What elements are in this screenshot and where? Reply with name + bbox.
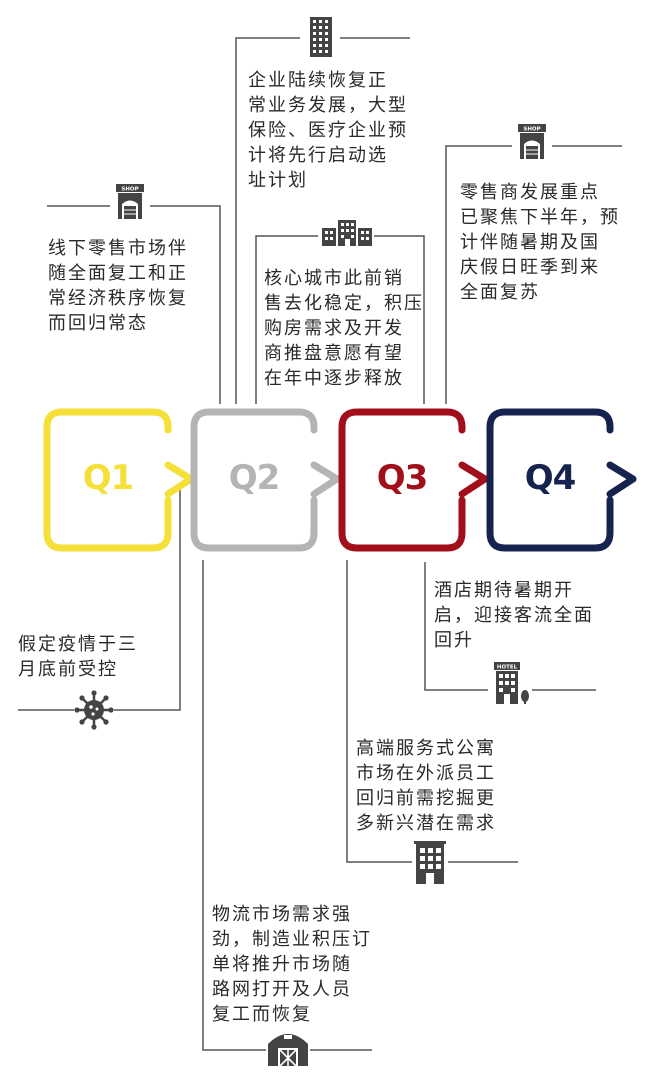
note-line: 线下零售市场伴 — [48, 238, 188, 259]
note-line: 假定疫情于三 — [18, 634, 138, 655]
office-tower-icon — [310, 17, 332, 57]
note-line: 全面复苏 — [460, 282, 540, 303]
connector-q2-residential — [374, 235, 425, 404]
note-line: 已聚焦下半年，预 — [460, 207, 620, 228]
note-line: 商推盘意愿有望 — [264, 343, 404, 364]
virus-icon — [74, 690, 114, 730]
quarter-box-q3 — [338, 408, 466, 552]
note-q3-retail: 零售商发展重点 已聚焦下半年，预 计伴随暑期及国 庆假日旺季到来 全面复苏 — [460, 180, 620, 305]
quarter-label-q1: Q1 — [82, 458, 135, 498]
quarter-box-q1 — [43, 408, 172, 552]
hotel-sign-text: HOTEL — [497, 665, 518, 671]
note-line: 而回归常态 — [48, 313, 148, 334]
connector-q3-hotel — [424, 562, 488, 691]
note-q2-logistics: 物流市场需求强 劲，制造业积压订 单将推升市场随 路网打开及人员 复工而恢复 — [212, 902, 372, 1027]
note-line: 高端服务式公寓 — [356, 738, 496, 759]
note-line: 常业务发展，大型 — [248, 95, 408, 116]
arrow-q3 — [458, 461, 489, 498]
note-line: 随全面复工和正 — [48, 263, 188, 284]
note-line: 购房需求及开发 — [264, 318, 404, 339]
arrow-q1 — [164, 461, 195, 498]
shop-sign-text: SHOP — [523, 127, 540, 133]
note-line: 回归前需挖掘更 — [356, 788, 496, 809]
shop-sign-text: SHOP — [121, 187, 138, 193]
shop-icon: SHOP — [518, 124, 546, 159]
note-line: 启，迎接客流全面 — [434, 605, 594, 626]
note-q2-office: 企业陆续恢复正 常业务发展，大型 保险、医疗企业预 计将先行启动选 址计划 — [248, 68, 408, 193]
note-line: 计将先行启动选 — [248, 145, 388, 166]
note-line: 常经济秩序恢复 — [48, 288, 188, 309]
note-line: 市场在外派员工 — [356, 763, 496, 784]
connector-q3-top — [445, 145, 512, 404]
note-line: 多新兴潜在需求 — [356, 813, 496, 834]
quarter-label-q2: Q2 — [228, 458, 281, 498]
quarter-label-q4: Q4 — [524, 458, 577, 498]
note-line: 零售商发展重点 — [460, 182, 600, 203]
note-q1-epidemic: 假定疫情于三 月底前受控 — [18, 632, 138, 682]
quarter-box-q4 — [486, 408, 614, 552]
note-line: 月底前受控 — [18, 659, 118, 680]
note-line: 酒店期待暑期开 — [434, 580, 574, 601]
note-line: 址计划 — [248, 170, 308, 191]
note-q2-residential: 核心城市此前销 售去化稳定，积压 购房需求及开发 商推盘意愿有望 在年中逐步释放 — [264, 266, 424, 391]
note-q1-retail: 线下零售市场伴 随全面复工和正 常经济秩序恢复 而回归常态 — [48, 236, 188, 336]
quarter-label-q3: Q3 — [376, 458, 429, 498]
note-line: 企业陆续恢复正 — [248, 70, 388, 91]
note-line: 计伴随暑期及国 — [460, 232, 600, 253]
warehouse-icon — [268, 1034, 308, 1067]
note-q3-hotel: 酒店期待暑期开 启，迎接客流全面 回升 — [434, 578, 594, 653]
connector-q1-bottom — [114, 488, 181, 711]
note-line: 售去化稳定，积压 — [264, 293, 424, 314]
note-line: 单将推升市场随 — [212, 954, 352, 975]
note-q3-apartment: 高端服务式公寓 市场在外派员工 回归前需挖掘更 多新兴潜在需求 — [356, 736, 496, 836]
note-line: 复工而恢复 — [212, 1004, 312, 1025]
note-line: 回升 — [434, 630, 474, 651]
arrow-q2 — [310, 461, 341, 498]
note-line: 庆假日旺季到来 — [460, 257, 600, 278]
note-line: 劲，制造业积压订 — [212, 929, 372, 950]
connector-q3-apartment — [346, 560, 412, 863]
note-line: 物流市场需求强 — [212, 904, 352, 925]
apartment-building-icon — [414, 841, 446, 884]
residential-building-icon — [322, 220, 372, 246]
hotel-icon: HOTEL — [494, 662, 529, 704]
connector-q2-bottom — [202, 560, 266, 1051]
connector-q2-office — [235, 37, 300, 404]
connector-q2-residential — [255, 235, 318, 404]
note-line: 路网打开及人员 — [212, 979, 352, 1000]
shop-icon: SHOP — [116, 184, 144, 219]
connector-q1-top — [150, 205, 221, 404]
quarter-box-q2 — [190, 408, 318, 552]
note-line: 保险、医疗企业预 — [248, 120, 408, 141]
note-line: 在年中逐步释放 — [264, 368, 404, 389]
arrow-q4 — [606, 461, 637, 498]
note-line: 核心城市此前销 — [264, 268, 404, 289]
